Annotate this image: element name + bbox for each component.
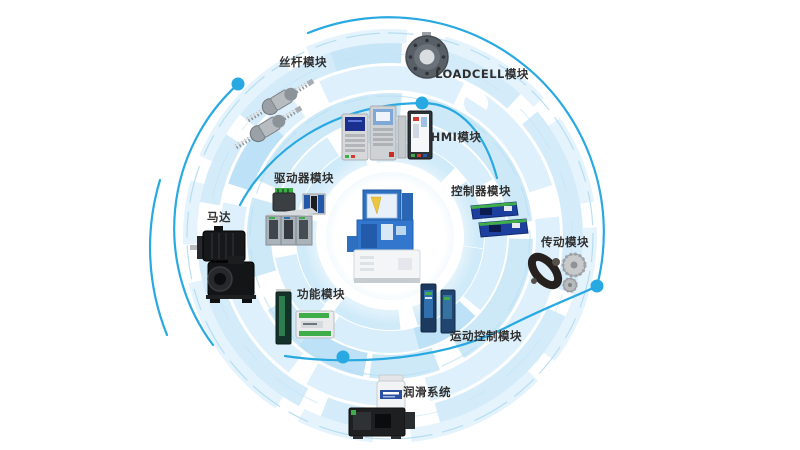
lubrication-image: [348, 374, 415, 439]
label-loadcell-module: LOADCELL模块: [435, 67, 529, 81]
motor-image: [190, 226, 256, 303]
ballscrew-image: [233, 78, 315, 150]
label-hmi-module: HMI模块: [430, 130, 482, 144]
orbit-arc-far-left: [148, 178, 169, 337]
orbit-dots: [231, 77, 604, 364]
label-driver-module: 驱动器模块: [274, 171, 334, 185]
label-lubrication-system: 润滑系统: [403, 385, 451, 399]
orbit-dot: [231, 77, 245, 91]
driver-image: [265, 188, 326, 246]
orbit-arc-inner-top: [238, 101, 499, 207]
controller-image: [470, 201, 529, 238]
orbit-arc-bottom: [283, 284, 599, 362]
orbit-dot: [590, 279, 604, 293]
orbit-dot: [336, 350, 350, 364]
function-module-image: [275, 289, 335, 345]
hmi-image: [341, 105, 433, 161]
orbit-arc-left: [173, 82, 240, 347]
label-controller-module: 控制器模块: [451, 184, 511, 198]
label-motor: 马达: [207, 210, 231, 224]
loadcell-image: [405, 32, 449, 79]
orbit-dot: [415, 96, 429, 110]
motion-control-image: [420, 283, 456, 334]
orbit-arcs: [148, 16, 605, 362]
label-motion-control-module: 运动控制模块: [450, 329, 522, 343]
label-screw-module: 丝杆模块: [279, 55, 327, 69]
label-function-module: 功能模块: [297, 287, 345, 301]
label-transmission-module: 传动模块: [541, 235, 589, 249]
orbit-arc-outer-top: [306, 16, 605, 288]
transmission-image: [527, 252, 587, 293]
central-machine-image: [347, 189, 421, 283]
